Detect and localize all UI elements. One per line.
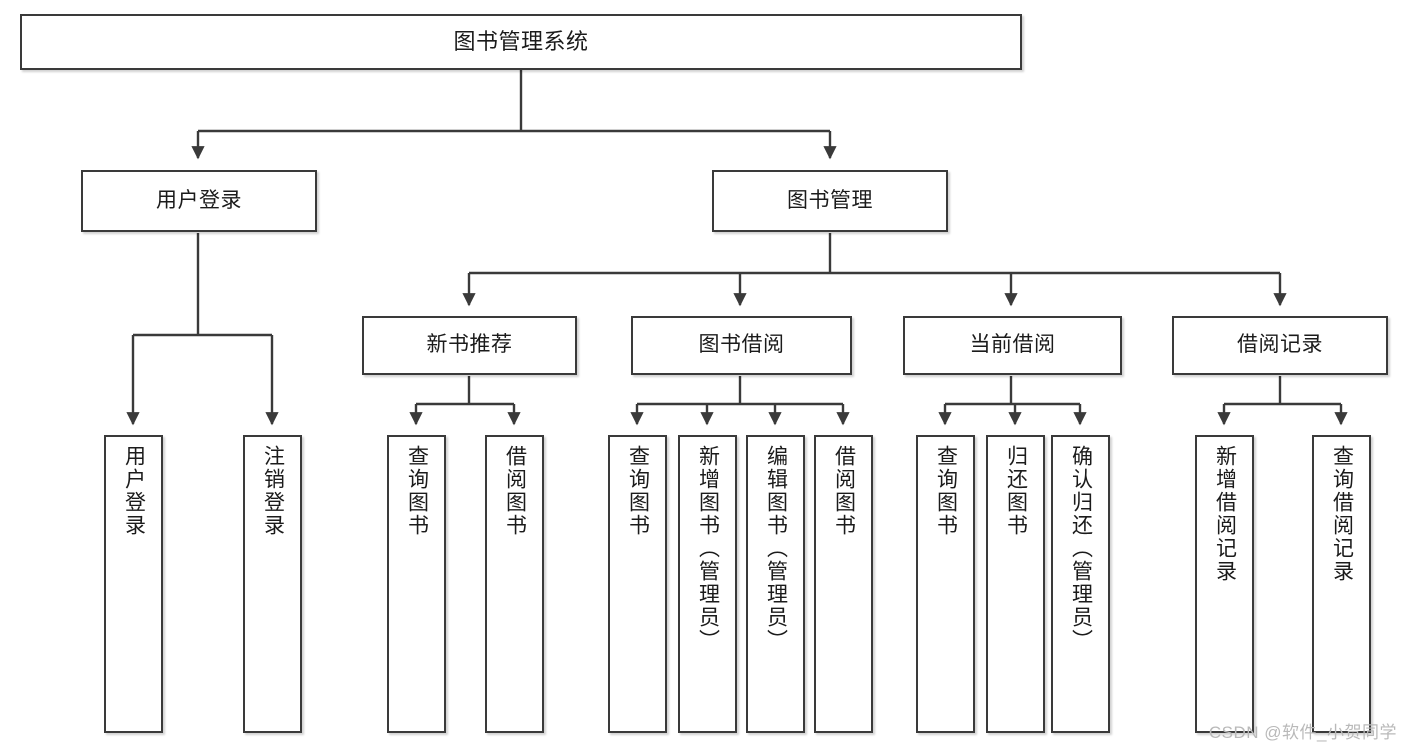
node-book-management-label: 图书管理 bbox=[787, 188, 873, 212]
leaf-borrow-book-1[interactable]: 借阅图书 bbox=[485, 435, 544, 733]
leaf-add-borrow-record-label: 新增借阅记录 bbox=[1213, 445, 1237, 583]
node-book-borrow[interactable]: 图书借阅 bbox=[631, 316, 852, 375]
node-borrow-record-label: 借阅记录 bbox=[1237, 333, 1323, 357]
node-user-login-label: 用户登录 bbox=[156, 188, 242, 212]
leaf-query-book-3[interactable]: 查询图书 bbox=[916, 435, 975, 733]
leaf-confirm-return-admin-label: 确认归还（管理员） bbox=[1069, 445, 1093, 652]
leaf-add-borrow-record[interactable]: 新增借阅记录 bbox=[1195, 435, 1254, 733]
leaf-return-book-label: 归还图书 bbox=[1004, 445, 1028, 537]
leaf-borrow-book-2[interactable]: 借阅图书 bbox=[814, 435, 873, 733]
node-user-login[interactable]: 用户登录 bbox=[81, 170, 317, 232]
leaf-return-book[interactable]: 归还图书 bbox=[986, 435, 1045, 733]
leaf-borrow-book-1-label: 借阅图书 bbox=[503, 445, 527, 537]
node-root-label: 图书管理系统 bbox=[453, 29, 589, 55]
node-new-book-recommend[interactable]: 新书推荐 bbox=[362, 316, 577, 375]
leaf-logout-login[interactable]: 注销登录 bbox=[243, 435, 302, 733]
node-borrow-record[interactable]: 借阅记录 bbox=[1172, 316, 1388, 375]
node-new-book-recommend-label: 新书推荐 bbox=[426, 333, 513, 357]
node-current-borrow-label: 当前借阅 bbox=[969, 333, 1056, 357]
leaf-query-book-3-label: 查询图书 bbox=[934, 445, 958, 537]
leaf-add-book-admin-label: 新增图书（管理员） bbox=[696, 445, 720, 652]
node-book-management[interactable]: 图书管理 bbox=[712, 170, 948, 232]
leaf-borrow-book-2-label: 借阅图书 bbox=[832, 445, 856, 537]
leaf-query-book-1[interactable]: 查询图书 bbox=[387, 435, 446, 733]
leaf-query-borrow-record-label: 查询借阅记录 bbox=[1330, 445, 1354, 583]
watermark: CSDN @软件_小贺同学 bbox=[1208, 723, 1397, 742]
leaf-query-borrow-record[interactable]: 查询借阅记录 bbox=[1312, 435, 1371, 733]
leaf-edit-book-admin-label: 编辑图书（管理员） bbox=[764, 445, 788, 652]
leaf-query-book-1-label: 查询图书 bbox=[405, 445, 429, 537]
leaf-confirm-return-admin[interactable]: 确认归还（管理员） bbox=[1051, 435, 1110, 733]
node-book-borrow-label: 图书借阅 bbox=[698, 333, 785, 357]
node-current-borrow[interactable]: 当前借阅 bbox=[903, 316, 1122, 375]
leaf-user-login[interactable]: 用户登录 bbox=[104, 435, 163, 733]
leaf-user-login-label: 用户登录 bbox=[122, 445, 146, 537]
leaf-add-book-admin[interactable]: 新增图书（管理员） bbox=[678, 435, 737, 733]
leaf-query-book-2[interactable]: 查询图书 bbox=[608, 435, 667, 733]
leaf-logout-login-label: 注销登录 bbox=[261, 445, 285, 537]
leaf-edit-book-admin[interactable]: 编辑图书（管理员） bbox=[746, 435, 805, 733]
leaf-query-book-2-label: 查询图书 bbox=[626, 445, 650, 537]
node-root[interactable]: 图书管理系统 bbox=[20, 14, 1022, 70]
